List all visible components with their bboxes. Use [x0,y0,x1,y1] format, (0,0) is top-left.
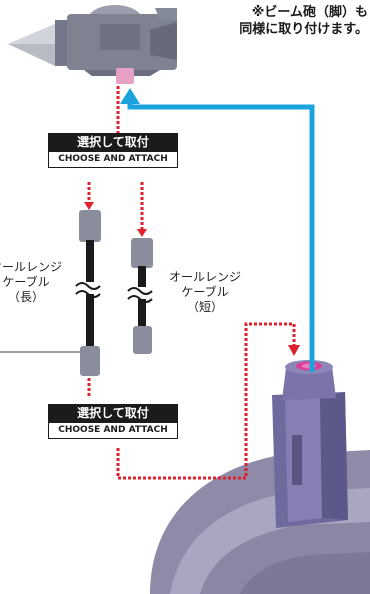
blue-arrow [120,88,315,372]
arm-pillar [272,360,348,528]
cable-short-label: オールレンジ ケーブル （短） [160,270,250,315]
cable-long-line3: （長） [7,290,44,304]
step-box-1: 選択して取付 CHOOSE AND ATTACH [48,133,178,169]
step-box-2: 選択して取付 CHOOSE AND ATTACH [48,404,178,440]
red-dotted-arrows [87,86,296,480]
note-line2: 同様に取り付けます。 [239,22,368,37]
step-subtitle: CHOOSE AND ATTACH [48,152,178,168]
cable-short-line1: オールレンジ [168,270,241,284]
step-title: 選択して取付 [48,404,178,423]
red-arrow-heads [84,202,300,356]
cable-short-line3: （短） [186,300,223,314]
funnel-part [8,5,177,84]
cable-long-label: オールレンジ ケーブル （長） [0,260,66,305]
note-line1: ※ビーム砲（脚）も [251,5,368,20]
note-text: ※ビーム砲（脚）も 同様に取り付けます。 [190,4,368,38]
cable-long-line1: オールレンジ [0,260,62,274]
cable-short-line2: ケーブル [181,285,229,299]
step-subtitle: CHOOSE AND ATTACH [48,423,178,439]
cable-long-line2: ケーブル [2,275,50,289]
cable-long [75,210,101,376]
cable-short [127,238,153,354]
step-title: 選択して取付 [48,133,178,152]
